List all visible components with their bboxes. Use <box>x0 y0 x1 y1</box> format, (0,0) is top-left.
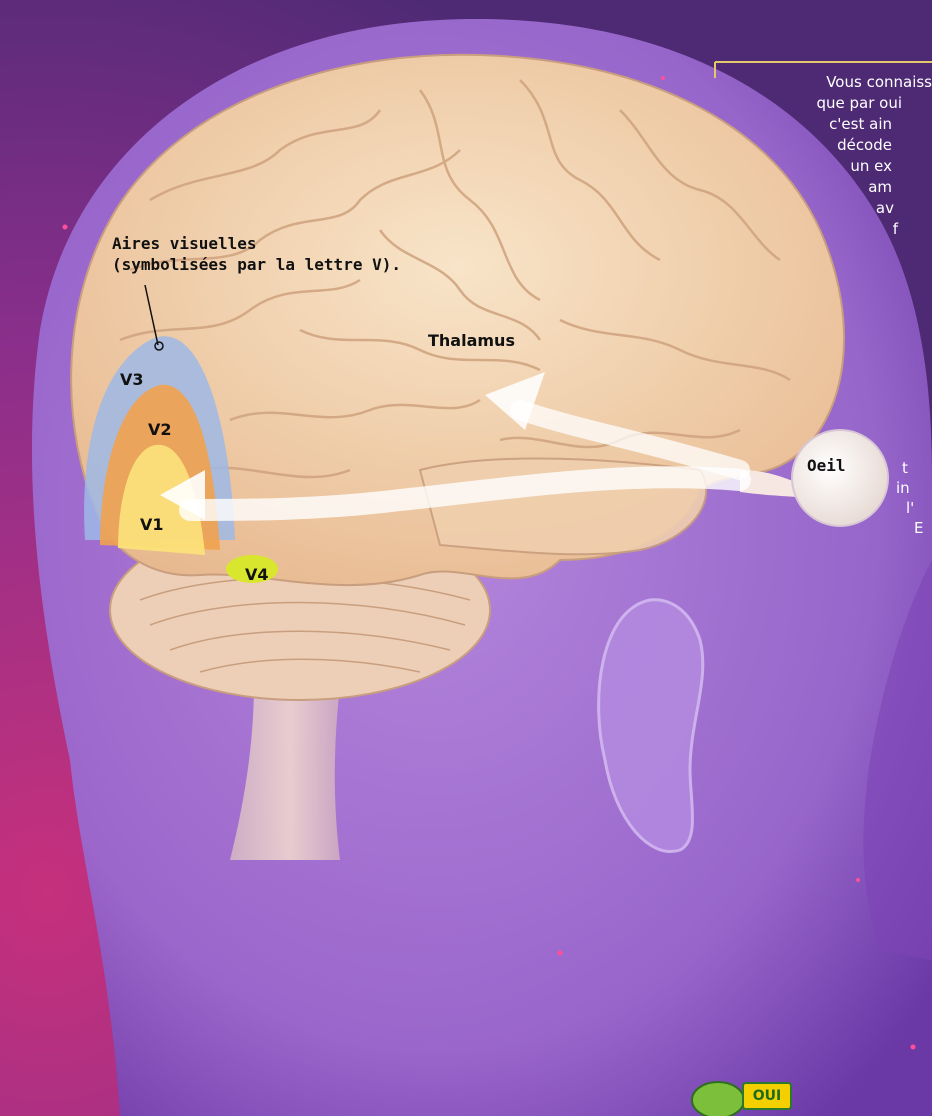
aires-visuelles-label: Aires visuelles <box>112 234 257 253</box>
side-text-line: av <box>760 198 932 219</box>
side-text-line: f <box>760 219 932 240</box>
aires-visuelles-sublabel: (symbolisées par la lettre V). <box>112 255 401 274</box>
sparkle <box>661 76 665 80</box>
side-text-line: am <box>760 177 932 198</box>
side-text-line: t <box>890 458 932 478</box>
oui-badge: OUI <box>742 1082 792 1110</box>
sparkle <box>558 951 563 956</box>
sparkle <box>856 878 860 882</box>
side-text-line: un ex <box>760 156 932 177</box>
v2-label: V2 <box>148 420 172 439</box>
side-text-line: in <box>890 478 932 498</box>
side-article-text-lower: t in l' E <box>890 458 932 538</box>
side-text-line: décode <box>760 135 932 156</box>
mascot <box>692 1082 744 1116</box>
v4-label: V4 <box>245 565 269 584</box>
v1-label: V1 <box>140 515 164 534</box>
side-text-line: l' <box>890 498 932 518</box>
side-text-line: Vous connaiss <box>760 72 932 93</box>
v3-label: V3 <box>120 370 144 389</box>
oeil-label: Oeil <box>807 456 846 475</box>
sparkle <box>63 225 68 230</box>
side-text-line: que par oui <box>760 93 932 114</box>
sparkle <box>911 1045 916 1050</box>
side-text-line: c'est ain <box>760 114 932 135</box>
eye <box>792 430 888 526</box>
thalamus-label: Thalamus <box>428 331 515 350</box>
side-article-text: Vous connaiss que par oui c'est ain déco… <box>760 72 932 240</box>
side-text-line: E <box>890 518 932 538</box>
